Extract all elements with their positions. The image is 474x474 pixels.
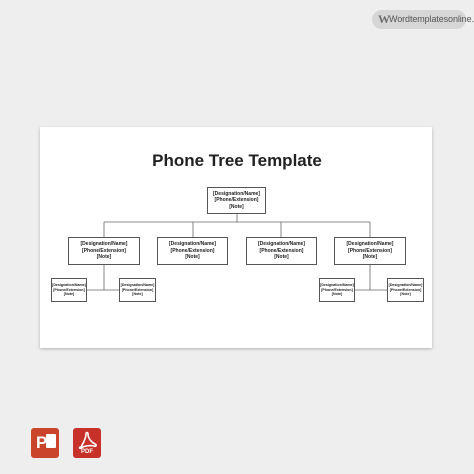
node-phone: [Phone/Extension] [389,287,422,292]
level2-node: [Designation/Name] [Phone/Extension] [No… [51,278,87,302]
site-watermark: W Wordtemplatesonline.net [372,10,474,29]
document-title: Phone Tree Template [152,151,322,170]
level1-node: [Designation/Name] [Phone/Extension] [No… [157,237,228,265]
watermark-text: Wordtemplatesonline.net [389,14,474,24]
node-name: [Designation/Name] [52,282,86,287]
node-phone: [Phone/Extension] [82,247,126,254]
node-note: [Note] [274,254,289,261]
node-note: [Note] [63,292,75,297]
powerpoint-icon[interactable]: P [31,428,59,458]
level1-node: [Designation/Name] [Phone/Extension] [No… [68,237,140,265]
node-name: [Designation/Name] [320,282,354,287]
node-phone: [Phone/Extension] [348,247,392,254]
node-note: [Note] [96,254,112,261]
node-note: [Note] [400,292,411,297]
node-name: [Designation/Name] [169,241,216,248]
node-phone: [Phone/Extension] [214,197,259,204]
node-name: [Designation/Name] [346,241,394,248]
pdf-icon[interactable]: PDF [73,428,101,458]
node-name: [Designation/Name] [258,241,305,248]
node-note: [Note] [362,254,378,261]
node-note: [Note] [185,254,200,261]
node-phone: [Phone/Extension] [53,287,85,292]
node-phone: [Phone/Extension] [170,247,215,254]
acrobat-glyph-icon [78,431,97,450]
node-name: [Designation/Name] [120,282,155,287]
powerpoint-letter: P [36,433,48,452]
node-name: [Designation/Name] [80,241,128,248]
level2-node: [Designation/Name] [Phone/Extension] [No… [319,278,355,302]
root-node: [Designation/Name] [Phone/Extension] [No… [207,187,266,214]
level1-node: [Designation/Name] [Phone/Extension] [No… [334,237,406,265]
level1-node: [Designation/Name] [Phone/Extension] [No… [246,237,317,265]
node-note: [Note] [132,292,143,297]
level2-node: [Designation/Name] [Phone/Extension] [No… [387,278,424,302]
node-note: [Note] [229,203,244,210]
node-phone: [Phone/Extension] [259,247,304,254]
pdf-label: PDF [81,449,93,455]
level2-node: [Designation/Name] [Phone/Extension] [No… [119,278,156,302]
powerpoint-page-shape [46,434,56,448]
watermark-logo-letter: W [378,12,390,26]
node-name: [Designation/Name] [213,190,260,197]
node-name: [Designation/Name] [388,282,423,287]
node-phone: [Phone/Extension] [321,287,353,292]
node-phone: [Phone/Extension] [121,287,154,292]
node-note: [Note] [331,292,343,297]
